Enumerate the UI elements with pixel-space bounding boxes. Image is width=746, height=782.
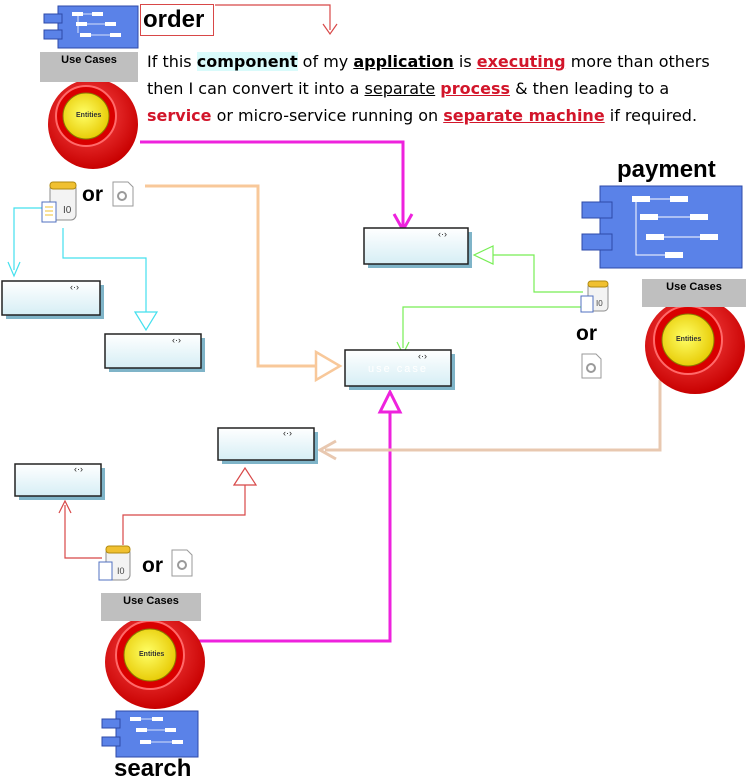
green-triangle: [472, 245, 494, 265]
order-database-icon: I0: [41, 181, 77, 223]
search-use-case-ring: [105, 615, 205, 709]
peach-connector: [145, 184, 318, 368]
desc-text: & then leading to a: [509, 79, 670, 98]
order-use-cases-label: Use Cases: [40, 52, 138, 82]
description-line-1: If this component of my application is e…: [147, 48, 710, 75]
order-entities-label: Entities: [76, 112, 102, 119]
payment-service-icon: [581, 353, 602, 379]
desc-text: or micro-service running on: [211, 106, 444, 125]
svg-text:‹·›: ‹·›: [283, 428, 292, 438]
order-use-case-ring: [48, 79, 138, 169]
box-center-left: ‹·›: [217, 427, 318, 464]
center-box-text: use case: [367, 363, 429, 375]
cyan-connector-left: [13, 207, 45, 270]
payment-title: payment: [617, 156, 716, 183]
search-entities-label: Entities: [139, 651, 165, 658]
search-service-icon: [171, 549, 193, 577]
order-title: order: [143, 6, 205, 33]
order-title-frame: [140, 4, 214, 36]
svg-text:I0: I0: [596, 299, 603, 308]
svg-text:‹·›: ‹·›: [418, 351, 427, 361]
keyword-service: service: [147, 106, 212, 125]
search-use-cases-label: Use Cases: [101, 593, 201, 621]
tan-arrowhead: [316, 439, 337, 461]
desc-text: more than others: [565, 52, 710, 71]
order-bracket-line: [215, 4, 331, 30]
cyan-connector-right: [62, 228, 147, 312]
box-top-center: ‹·›: [363, 227, 472, 268]
keyword-application: application: [353, 52, 454, 71]
desc-text: then I can convert it into a: [147, 79, 365, 98]
red-connector-right: [122, 485, 246, 545]
box-center: ‹·›: [344, 349, 455, 390]
svg-text:I0: I0: [63, 205, 72, 216]
keyword-separate: separate: [364, 79, 436, 98]
box-left-middle: ‹·›: [104, 333, 205, 372]
red-triangle: [232, 466, 258, 486]
or-label-search: or: [142, 554, 163, 577]
desc-text: if required.: [604, 106, 698, 125]
order-component-icon: [43, 5, 139, 49]
desc-text: If this: [147, 52, 197, 71]
svg-text:I0: I0: [117, 566, 125, 576]
search-database-icon: I0: [98, 545, 131, 581]
payment-entities-label: Entities: [676, 336, 702, 343]
keyword-process: process: [440, 79, 510, 98]
desc-text: of my: [297, 52, 354, 71]
desc-text: is: [453, 52, 477, 71]
tan-connector: [325, 380, 662, 452]
payment-use-cases-label: Use Cases: [642, 279, 746, 307]
cyan-triangle: [133, 311, 159, 332]
magenta-triangle-search: [377, 388, 403, 414]
keyword-component: component: [196, 52, 298, 71]
magenta-connector-order: [140, 140, 405, 228]
description-line-2: then I can convert it into a separate pr…: [147, 75, 669, 102]
green-connector-top: [492, 254, 583, 293]
or-label-payment: or: [576, 322, 597, 345]
box-left-top: ‹·›: [1, 280, 104, 319]
payment-component-icon: [581, 185, 743, 269]
svg-text:‹·›: ‹·›: [172, 335, 181, 345]
description-line-3: service or micro-service running on sepa…: [147, 102, 697, 129]
order-bracket-arrowhead: [322, 23, 338, 36]
svg-text:‹·›: ‹·›: [70, 282, 79, 292]
payment-database-icon: I0: [580, 280, 609, 313]
keyword-separate-machine: separate machine: [443, 106, 605, 125]
svg-text:‹·›: ‹·›: [74, 464, 83, 474]
svg-text:‹·›: ‹·›: [438, 229, 447, 239]
order-service-icon: [112, 181, 134, 207]
peach-triangle: [314, 349, 343, 383]
payment-use-case-ring: [645, 298, 745, 394]
search-title: search: [114, 755, 192, 782]
red-arrowhead-left: [58, 499, 72, 514]
or-label-order: or: [82, 183, 103, 206]
green-connector-center: [402, 306, 585, 348]
keyword-executing: executing: [476, 52, 566, 71]
red-connector-left: [64, 505, 102, 559]
magenta-connector-search: [196, 410, 392, 643]
cyan-arrowhead-left: [7, 261, 21, 278]
box-left-bottom: ‹·›: [14, 463, 105, 500]
search-component-icon: [101, 710, 199, 758]
